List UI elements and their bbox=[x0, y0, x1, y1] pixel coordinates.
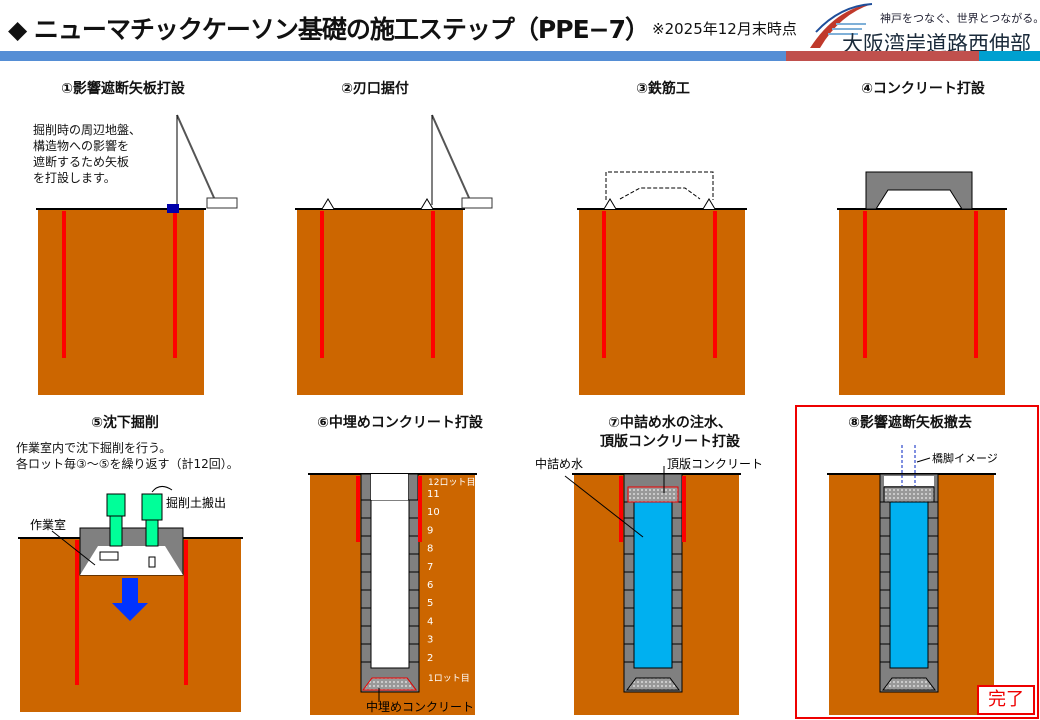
lot-label: 1ロット目 bbox=[428, 673, 470, 684]
note-line: を打設します。 bbox=[33, 171, 116, 185]
material-lock bbox=[141, 493, 163, 521]
step5-note: 作業室内で沈下掘削を行う。 各ロット毎③～⑤を繰り返す（計12回）。 bbox=[16, 440, 239, 472]
crane-body bbox=[461, 197, 493, 209]
shaft bbox=[145, 519, 159, 547]
note-line: 遮断するため矢板 bbox=[33, 155, 130, 169]
step4-title: ④コンクリート打設 bbox=[861, 81, 985, 97]
lot-label: 2 bbox=[427, 653, 433, 664]
top-slab-label: 頂版コンクリート bbox=[667, 457, 763, 471]
sheet-pile bbox=[682, 476, 686, 542]
formwork-outline bbox=[605, 171, 714, 200]
step1-title: ①影響遮断矢板打設 bbox=[61, 81, 185, 97]
note-line: 構造物への影響を bbox=[33, 139, 130, 153]
sheet-pile bbox=[320, 211, 324, 358]
lift-arrow-icon bbox=[151, 486, 173, 493]
fill-concrete bbox=[362, 677, 417, 691]
lot-label: 6 bbox=[427, 580, 433, 591]
cutting-edge bbox=[420, 198, 434, 210]
date-note: ※2025年12月末時点 bbox=[652, 20, 797, 38]
sheet-pile bbox=[62, 211, 66, 358]
header-bar-blue bbox=[0, 51, 786, 61]
step1-note: 掘削時の周辺地盤、 構造物への影響を 遮断するため矢板 を打設します。 bbox=[33, 122, 141, 186]
sheet-pile bbox=[418, 476, 422, 542]
crane-boom bbox=[431, 114, 471, 201]
step7-title-2: 頂版コンクリート打設 bbox=[600, 434, 740, 450]
sheet-pile bbox=[184, 540, 188, 685]
step8-highlight-frame bbox=[795, 405, 1039, 719]
working-chamber bbox=[80, 546, 183, 575]
sheet-pile bbox=[863, 211, 867, 358]
logo-tagline: 神戸をつなぐ、世界とつながる。 bbox=[880, 12, 1040, 25]
page-title: ◆ ニューマチックケーソン基礎の施工ステップ（PPE−7） bbox=[8, 15, 650, 44]
step6-title: ⑥中埋めコンクリート打設 bbox=[317, 415, 483, 431]
concrete-lot bbox=[865, 171, 973, 210]
top-lot bbox=[360, 473, 372, 501]
chamber-label: 作業室 bbox=[30, 517, 66, 532]
sheet-pile bbox=[173, 211, 177, 358]
bottom-concrete bbox=[626, 677, 680, 691]
sheet-pile bbox=[974, 211, 978, 358]
crane-body bbox=[206, 197, 238, 209]
top-slab bbox=[883, 486, 935, 503]
sheet-pile bbox=[356, 476, 360, 542]
lot-label: 9 bbox=[427, 525, 433, 536]
sheet-pile bbox=[431, 211, 435, 358]
lot-label: 5 bbox=[427, 598, 433, 609]
note-line: 作業室内で沈下掘削を行う。 bbox=[16, 441, 172, 455]
cutting-edge bbox=[702, 198, 716, 210]
cutting-edge bbox=[321, 198, 335, 210]
lot-label: 7 bbox=[427, 562, 433, 573]
cutting-edge bbox=[603, 198, 617, 210]
bucket bbox=[148, 556, 156, 568]
sheet-pile bbox=[75, 540, 79, 685]
note-line: 掘削時の周辺地盤、 bbox=[33, 123, 142, 137]
shaft-top bbox=[106, 493, 126, 517]
step5-title: ⑤沈下掘削 bbox=[91, 415, 159, 431]
lot-label: 11 bbox=[427, 489, 440, 500]
excavator bbox=[99, 551, 119, 561]
pile-driver-head bbox=[167, 204, 179, 213]
crane-boom bbox=[176, 114, 216, 201]
leader-line bbox=[916, 457, 931, 463]
top-slab bbox=[627, 486, 679, 503]
logo bbox=[806, 2, 1040, 52]
step7-title-1: ⑦中詰め水の注水、 bbox=[608, 415, 732, 431]
header-bar-red bbox=[786, 51, 979, 61]
soil-out-label: 掘削土搬出 bbox=[166, 495, 226, 510]
fill-concrete-label: 中埋めコンクリート bbox=[366, 699, 474, 714]
lot-label: 8 bbox=[427, 544, 433, 555]
sheet-pile bbox=[602, 211, 606, 358]
status-badge-complete: 完了 bbox=[977, 685, 1035, 715]
lot-label: 4 bbox=[427, 616, 433, 627]
step2-title: ②刃口据付 bbox=[341, 81, 409, 97]
sheet-pile bbox=[713, 211, 717, 358]
opening bbox=[884, 476, 934, 486]
sheet-pile bbox=[619, 476, 623, 542]
bottom-concrete bbox=[882, 677, 936, 691]
lot-label: 10 bbox=[427, 507, 440, 518]
fill-water-label: 中詰め水 bbox=[535, 456, 583, 471]
leader-line bbox=[51, 530, 96, 566]
opening bbox=[371, 474, 408, 500]
shaft bbox=[109, 515, 123, 547]
header-bar-teal bbox=[979, 51, 1040, 61]
caisson-inner bbox=[889, 499, 929, 669]
logo-swoosh-icon bbox=[810, 3, 873, 48]
caisson-inner bbox=[370, 499, 410, 669]
top-lot bbox=[407, 473, 419, 501]
lot-label: 3 bbox=[427, 635, 433, 646]
note-line: 各ロット毎③～⑤を繰り返す（計12回）。 bbox=[16, 457, 239, 471]
caisson-inner bbox=[633, 499, 673, 669]
soil bbox=[579, 209, 745, 395]
step8-title: ⑧影響遮断矢板撤去 bbox=[848, 415, 972, 431]
soil bbox=[297, 209, 463, 395]
pier-label: 橋脚イメージ bbox=[932, 451, 998, 465]
step3-title: ③鉄筋工 bbox=[636, 81, 690, 97]
leader-line bbox=[564, 475, 644, 538]
lot-label: 12ロット目 bbox=[428, 477, 475, 488]
sinking-arrow-icon bbox=[112, 578, 148, 621]
